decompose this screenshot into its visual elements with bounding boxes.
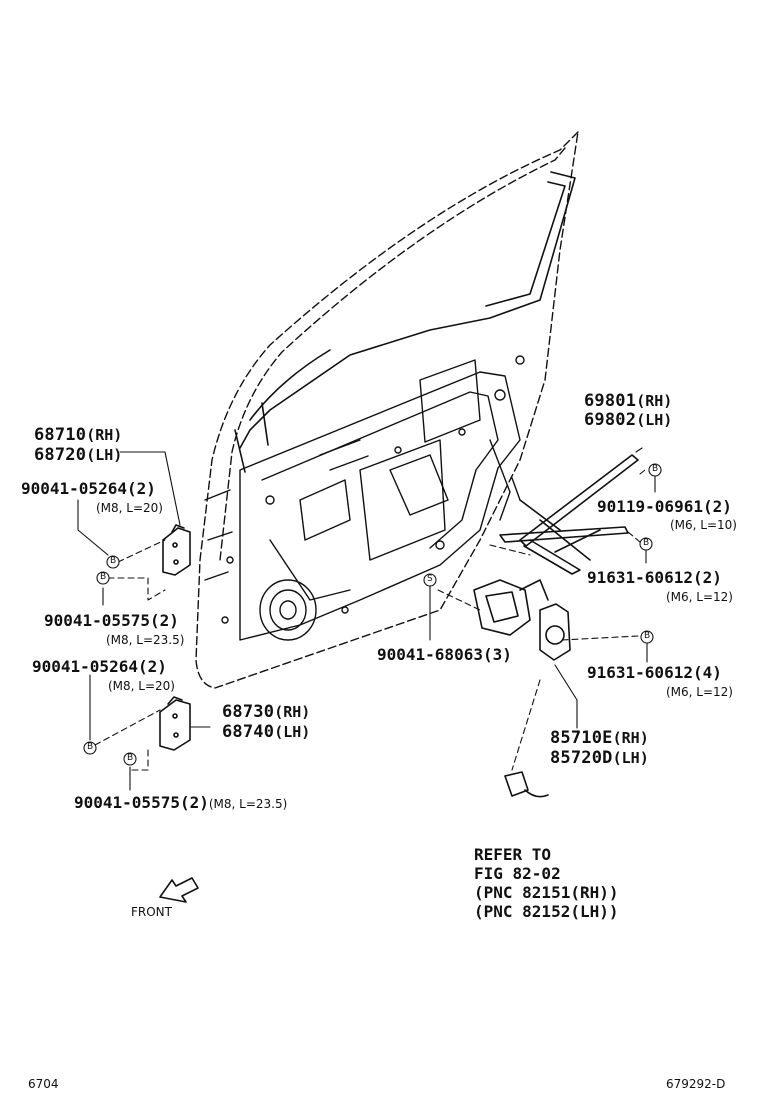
hinge-lower-shape: [159, 696, 191, 751]
part-number: 85710E: [550, 728, 613, 748]
part-suffix: (LH): [86, 446, 123, 464]
motor-shape: [473, 579, 571, 661]
motor-rh-label: 85710E(RH): [550, 730, 649, 747]
footer-right-code: 679292-D: [666, 1077, 726, 1091]
footer-left-code: 6704: [28, 1077, 59, 1091]
refer-line: (PNC 82151(RH)): [474, 883, 619, 902]
regulator-rh-label: 69801(RH): [584, 393, 672, 410]
door-inner-panel: [204, 355, 525, 641]
hinge-upper-lh-label: 68720(LH): [34, 447, 122, 464]
bolt-marker: [83, 741, 97, 755]
refer-line: REFER TO: [474, 845, 552, 864]
bolt-part-label: 90119-06961(2): [597, 497, 732, 516]
bolt-marker-letter: B: [643, 538, 650, 548]
part-suffix: (RH): [274, 703, 311, 721]
connector-shape: [504, 771, 549, 798]
leader-lines: [77, 447, 656, 791]
bolt-part-label: 90041-05575(2): [44, 611, 179, 630]
bolt-marker-letter: B: [644, 631, 651, 641]
hinge-lower-lh-label: 68740(LH): [222, 724, 310, 741]
bolt-marker: [648, 463, 662, 477]
door-frame: [195, 131, 579, 689]
bolt-marker-letter: B: [652, 464, 659, 474]
install-lines: [94, 469, 646, 771]
part-suffix: (RH): [612, 729, 649, 747]
part-number: 68710: [34, 425, 87, 445]
bolt-part-label: 90041-05264(2): [21, 479, 156, 498]
bolt-marker: [640, 630, 654, 644]
bolt-4-label: 90041-05575(2)(M8, L=23.5): [74, 795, 287, 811]
bolt-part-label: 90041-05575(2): [74, 793, 209, 812]
part-suffix: (RH): [86, 426, 123, 444]
motor-lh-label: 85720D(LH): [550, 750, 649, 767]
front-label: FRONT: [131, 905, 172, 919]
part-suffix: (RH): [636, 392, 673, 410]
part-number: 85720D: [550, 748, 613, 768]
part-number: 69801: [584, 391, 637, 411]
bolt-part-label: 90041-05264(2): [32, 657, 167, 676]
screw-part-label: 90041-68063(3): [377, 645, 512, 664]
part-number: 68740: [222, 722, 275, 742]
hinge-upper-rh-label: 68710(RH): [34, 427, 122, 444]
bolt-spec-label: (M8, L=23.5): [106, 633, 185, 647]
bolt-spec-label: (M6, L=12): [666, 685, 733, 699]
screw-marker: [423, 573, 437, 587]
part-number: 68720: [34, 445, 87, 465]
bolt-part-label: 91631-60612(4): [587, 663, 722, 682]
part-suffix: (LH): [612, 749, 649, 767]
bolt-marker-letter: B: [127, 753, 134, 763]
bolt-spec-label: (M8, L=20): [96, 501, 163, 515]
window-regulator-shape: [499, 454, 639, 575]
bolt-marker: [106, 555, 120, 569]
bolt-marker: [96, 571, 110, 585]
bolt-marker-letter: B: [87, 742, 94, 752]
bolt-marker: [639, 537, 653, 551]
bolt-spec-label: (M8, L=23.5): [208, 797, 288, 811]
part-suffix: (LH): [274, 723, 311, 741]
screw-marker-letter: S: [427, 574, 433, 584]
refer-line: FIG 82-02: [474, 864, 561, 883]
bolt-spec-label: (M8, L=20): [108, 679, 175, 693]
bolt-spec-label: (M6, L=12): [666, 590, 733, 604]
hinge-lower-rh-label: 68730(RH): [222, 704, 310, 721]
bolt-marker-letter: B: [110, 556, 117, 566]
bolt-marker: [123, 752, 137, 766]
part-suffix: (LH): [636, 411, 673, 429]
refer-line: (PNC 82152(LH)): [474, 902, 619, 921]
regulator-lh-label: 69802(LH): [584, 412, 672, 429]
refer-note: REFER TO FIG 82-02 (PNC 82151(RH)) (PNC …: [474, 845, 619, 921]
bolt-spec-label: (M6, L=10): [670, 518, 737, 532]
part-number: 69802: [584, 410, 637, 430]
hinge-upper-shape: [162, 524, 191, 576]
part-number: 68730: [222, 702, 275, 722]
bolt-part-label: 91631-60612(2): [587, 568, 722, 587]
window-sash: [234, 171, 576, 473]
bolt-marker-letter: B: [100, 572, 107, 582]
front-arrow-icon: [159, 877, 199, 903]
